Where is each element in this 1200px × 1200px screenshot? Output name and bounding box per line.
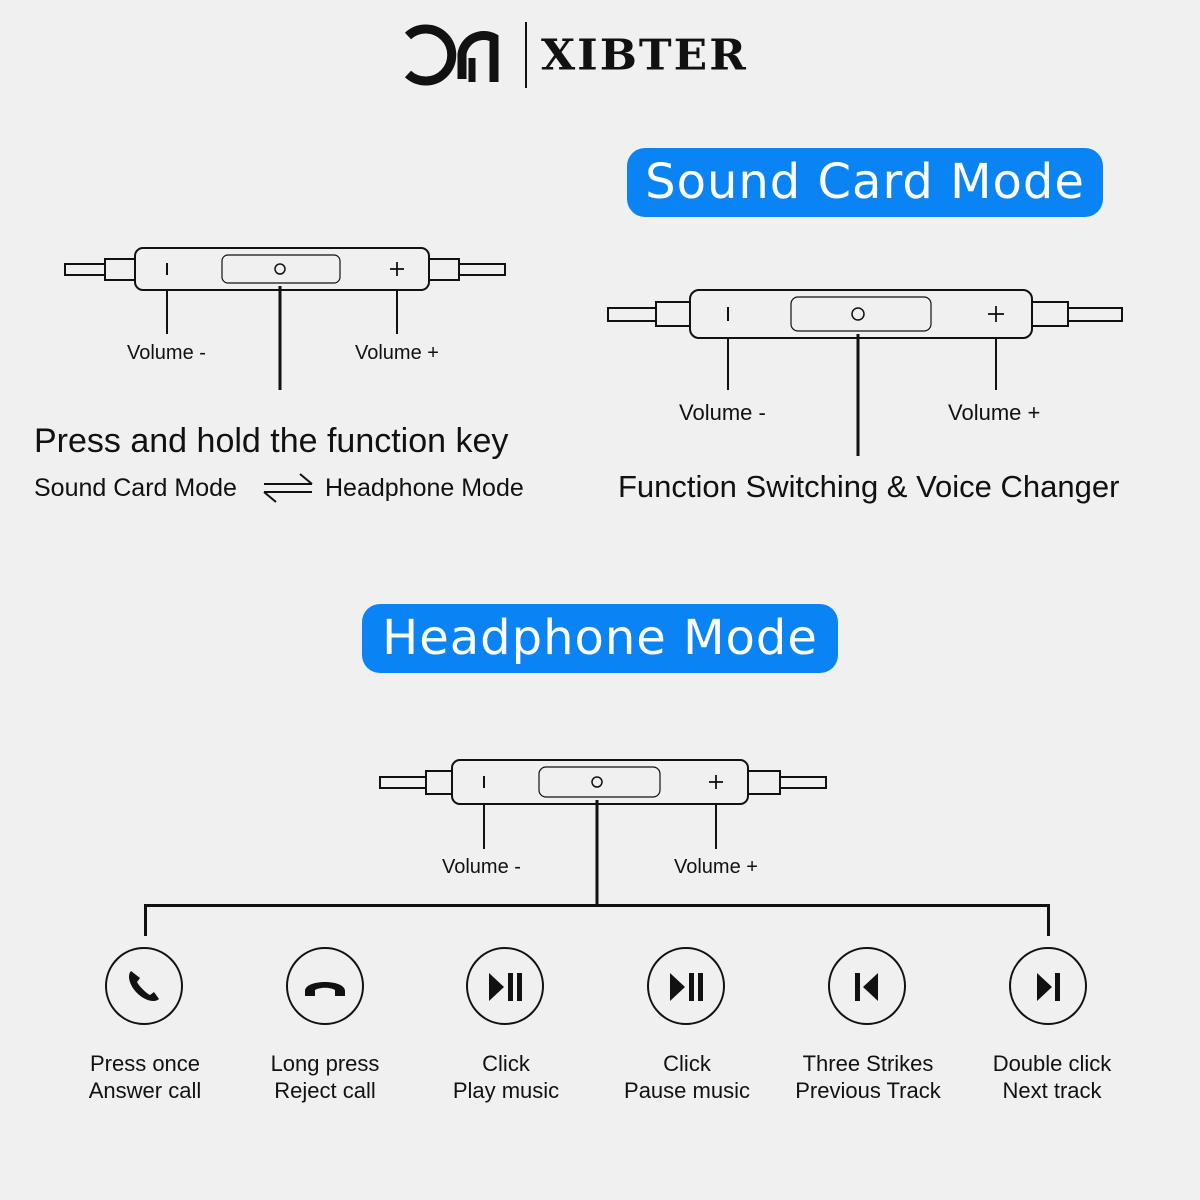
action-result: Play music	[452, 1078, 560, 1103]
action-result: Pause music	[624, 1078, 750, 1103]
action-bracket-line	[144, 904, 1050, 907]
action-trigger: Click	[663, 1051, 711, 1076]
action-trigger: Press once	[89, 1051, 201, 1076]
volume-plus-label: Volume +	[948, 400, 1041, 425]
volume-plus-label: Volume +	[674, 856, 758, 878]
action-trigger: Long press	[270, 1051, 380, 1076]
previous-track-icon	[828, 947, 906, 1025]
volume-plus-label: Volume +	[355, 342, 439, 364]
action-result: Answer call	[88, 1078, 202, 1103]
brand-name: XIBTER	[541, 31, 748, 80]
sound-card-mode-title: Sound Card Mode	[627, 148, 1103, 217]
action-trigger: Three Strikes	[802, 1051, 934, 1076]
phone-answer-icon	[105, 947, 183, 1025]
action-trigger: Click	[482, 1051, 530, 1076]
volume-minus-label: Volume -	[127, 342, 206, 364]
switch-arrows-icon	[263, 473, 313, 503]
phone-reject-icon	[286, 947, 364, 1025]
volume-minus-label: Volume -	[442, 856, 521, 878]
brand-mark-icon	[404, 24, 499, 86]
mode-a-label: Sound Card Mode	[34, 474, 237, 502]
bracket-left-tick	[144, 904, 147, 936]
action-result: Previous Track	[795, 1078, 941, 1103]
action-trigger: Double click	[992, 1051, 1112, 1076]
remote-control-illustration	[607, 289, 1123, 456]
headphone-mode-title: Headphone Mode	[362, 604, 838, 673]
brand-divider	[525, 22, 527, 88]
play-pause-icon	[466, 947, 544, 1025]
function-switching-label: Function Switching & Voice Changer	[618, 469, 1120, 504]
action-result: Reject call	[274, 1078, 376, 1103]
volume-minus-label: Volume -	[679, 400, 766, 425]
play-pause-icon	[647, 947, 725, 1025]
mode-b-label: Headphone Mode	[325, 474, 524, 502]
instruction-title: Press and hold the function key	[34, 422, 509, 460]
remote-control-illustration	[379, 759, 827, 906]
remote-control-illustration	[64, 247, 506, 390]
bracket-right-tick	[1047, 904, 1050, 936]
action-result: Next track	[1002, 1078, 1102, 1103]
next-track-icon	[1009, 947, 1087, 1025]
